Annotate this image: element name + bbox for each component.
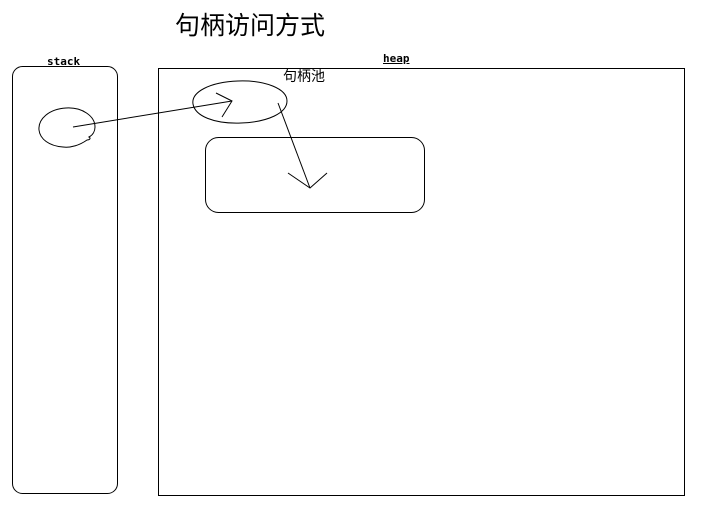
arrow-stack-to-pool xyxy=(72,100,233,128)
stack-label: stack xyxy=(47,55,81,68)
stack-box xyxy=(12,66,118,494)
heap-label: heap xyxy=(383,52,410,65)
heap-box xyxy=(158,68,685,496)
arrow-pool-to-object-head xyxy=(287,172,328,189)
handle-pool-label: 句柄池 xyxy=(283,70,325,85)
handle-pool-ellipse xyxy=(192,80,288,124)
instance-object-box xyxy=(205,137,425,213)
diagram-title: 句柄访问方式 xyxy=(175,13,326,40)
arrow-pool-to-object xyxy=(277,102,311,189)
arrow-stack-to-pool-head xyxy=(215,92,233,118)
stack-reference-ellipse xyxy=(38,107,96,148)
